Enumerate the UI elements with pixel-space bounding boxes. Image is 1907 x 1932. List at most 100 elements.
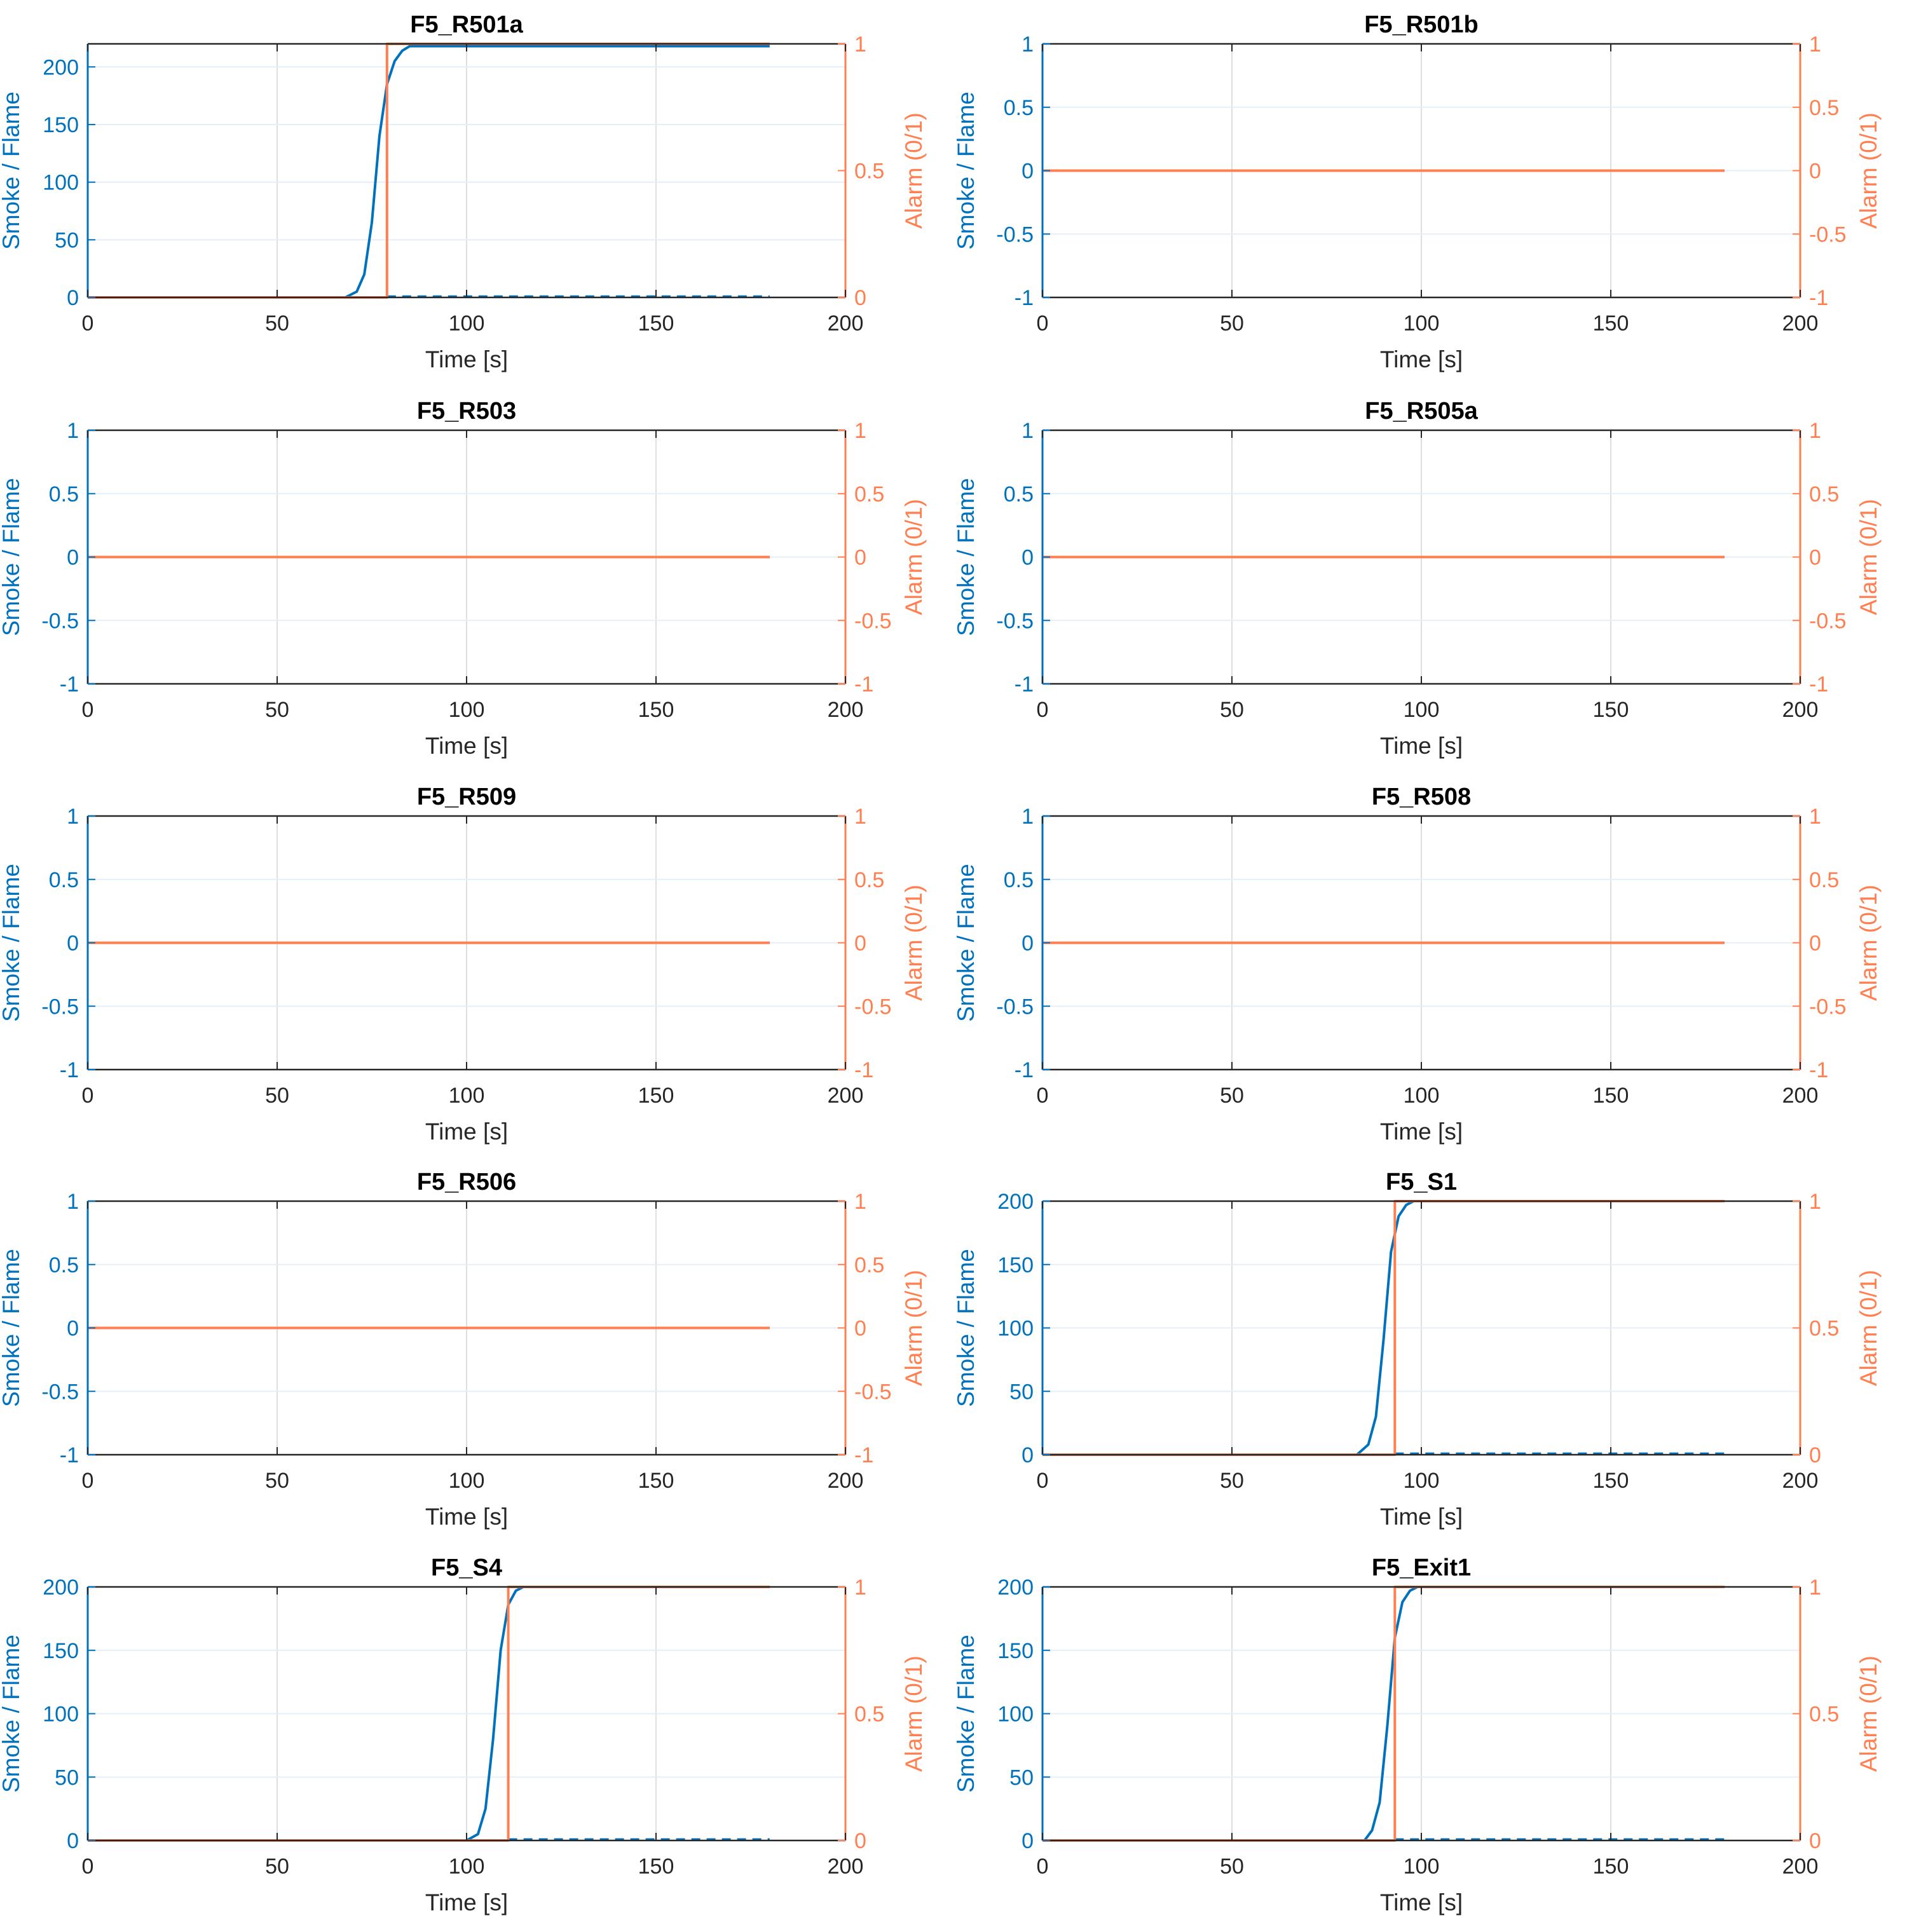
y-right-tick-label: -0.5 bbox=[1809, 222, 1847, 247]
x-tick-label: 50 bbox=[1220, 1469, 1244, 1493]
y-right-tick-label: 0.5 bbox=[854, 1253, 884, 1277]
y-right-tick-label: 1 bbox=[854, 805, 866, 829]
y-right-tick-label: 1 bbox=[1809, 1190, 1821, 1214]
x-axis-label: Time [s] bbox=[425, 1889, 508, 1915]
x-tick-label: 100 bbox=[1404, 1854, 1440, 1879]
y-tick-label: 0.5 bbox=[49, 482, 79, 507]
x-tick-label: 100 bbox=[449, 311, 485, 336]
x-tick-label: 150 bbox=[638, 311, 674, 336]
x-tick-label: 100 bbox=[449, 1084, 485, 1108]
y-right-axis-label: Alarm (0/1) bbox=[1856, 1656, 1882, 1772]
smoke-flame-series-line bbox=[1042, 1586, 1725, 1842]
y-tick-label: 0 bbox=[67, 1317, 79, 1341]
x-axis-label: Time [s] bbox=[1380, 1119, 1463, 1145]
x-tick-label: 0 bbox=[1037, 1854, 1049, 1879]
y-right-axis-label: Alarm (0/1) bbox=[1856, 112, 1882, 229]
y-right-tick-label: -1 bbox=[1809, 286, 1828, 310]
y-right-tick-label: -1 bbox=[854, 672, 873, 697]
smoke-flame-series-line bbox=[88, 44, 770, 299]
x-tick-label: 150 bbox=[638, 1469, 674, 1493]
x-axis-label: Time [s] bbox=[425, 1119, 508, 1145]
y-tick-label: 1 bbox=[67, 805, 79, 829]
y-tick-label: -0.5 bbox=[41, 609, 79, 633]
y-right-axis-label: Alarm (0/1) bbox=[901, 499, 927, 615]
x-tick-label: 200 bbox=[1782, 1084, 1819, 1108]
y-right-axis-label: Alarm (0/1) bbox=[901, 885, 927, 1001]
y-right-tick-label: 0 bbox=[1809, 932, 1821, 956]
y-axis-label: Smoke / Flame bbox=[953, 478, 979, 636]
y-axis-label: Smoke / Flame bbox=[0, 92, 24, 250]
x-axis-label: Time [s] bbox=[425, 346, 508, 372]
y-tick-label: 1 bbox=[67, 419, 79, 443]
y-right-tick-label: 1 bbox=[1809, 805, 1821, 829]
x-tick-label: 150 bbox=[1593, 311, 1629, 336]
x-tick-label: 100 bbox=[449, 1854, 485, 1879]
y-right-tick-label: 0.5 bbox=[1809, 482, 1839, 507]
smoke-flame-series-line bbox=[1042, 1200, 1725, 1456]
subplot-title: F5_R508 bbox=[1372, 784, 1471, 810]
x-tick-label: 150 bbox=[638, 698, 674, 722]
y-right-tick-label: 0.5 bbox=[1809, 96, 1839, 120]
x-tick-label: 0 bbox=[82, 311, 94, 336]
y-right-tick-label: -0.5 bbox=[854, 1380, 892, 1404]
x-tick-label: 0 bbox=[1037, 311, 1049, 336]
y-right-tick-label: -0.5 bbox=[1809, 609, 1847, 633]
x-tick-label: 50 bbox=[1220, 311, 1244, 336]
y-tick-label: -1 bbox=[60, 1058, 79, 1082]
x-tick-label: 200 bbox=[828, 1469, 864, 1493]
y-right-tick-label: 0 bbox=[1809, 546, 1821, 570]
x-tick-label: 0 bbox=[82, 698, 94, 722]
x-axis-label: Time [s] bbox=[425, 1504, 508, 1530]
x-tick-label: 0 bbox=[82, 1084, 94, 1108]
y-tick-label: 1 bbox=[1022, 419, 1034, 443]
y-right-axis-label: Alarm (0/1) bbox=[901, 112, 927, 229]
y-right-tick-label: 1 bbox=[854, 419, 866, 443]
y-tick-label: -1 bbox=[1015, 672, 1034, 697]
x-tick-label: 200 bbox=[1782, 698, 1819, 722]
x-tick-label: 200 bbox=[828, 311, 864, 336]
y-tick-label: -1 bbox=[1015, 286, 1034, 310]
y-tick-label: -0.5 bbox=[996, 222, 1034, 247]
subplot-title: F5_R509 bbox=[417, 784, 516, 810]
y-tick-label: 1 bbox=[1022, 805, 1034, 829]
y-right-tick-label: 0 bbox=[854, 286, 866, 310]
x-tick-label: 150 bbox=[1593, 1854, 1629, 1879]
subplot-title: F5_R501a bbox=[410, 11, 523, 38]
y-tick-label: 0 bbox=[1022, 546, 1034, 570]
y-axis-label: Smoke / Flame bbox=[0, 864, 24, 1022]
y-right-tick-label: 0.5 bbox=[1809, 1317, 1839, 1341]
y-tick-label: 200 bbox=[43, 1575, 79, 1600]
x-tick-label: 100 bbox=[1404, 698, 1440, 722]
y-right-tick-label: -0.5 bbox=[1809, 995, 1847, 1019]
y-right-tick-label: -1 bbox=[854, 1443, 873, 1467]
y-tick-label: 150 bbox=[43, 1639, 79, 1663]
y-tick-label: 100 bbox=[997, 1703, 1034, 1727]
y-tick-label: 0 bbox=[67, 286, 79, 310]
y-axis-label: Smoke / Flame bbox=[953, 92, 979, 250]
subplot-title: F5_S4 bbox=[431, 1554, 502, 1581]
y-tick-label: -1 bbox=[60, 1443, 79, 1467]
x-tick-label: 0 bbox=[1037, 1469, 1049, 1493]
y-tick-label: 150 bbox=[43, 113, 79, 137]
x-tick-label: 200 bbox=[1782, 1854, 1819, 1879]
y-tick-label: 200 bbox=[997, 1575, 1034, 1600]
y-right-tick-label: -1 bbox=[1809, 672, 1828, 697]
y-right-tick-label: 0.5 bbox=[854, 482, 884, 507]
y-tick-label: 0 bbox=[1022, 1829, 1034, 1853]
x-tick-label: 200 bbox=[1782, 1469, 1819, 1493]
x-tick-label: 50 bbox=[265, 1469, 289, 1493]
y-right-tick-label: 0.5 bbox=[854, 868, 884, 892]
y-right-tick-label: 0 bbox=[854, 1317, 866, 1341]
y-axis-label: Smoke / Flame bbox=[953, 864, 979, 1022]
x-tick-label: 100 bbox=[449, 1469, 485, 1493]
y-right-tick-label: -1 bbox=[1809, 1058, 1828, 1082]
x-tick-label: 100 bbox=[1404, 311, 1440, 336]
x-tick-label: 50 bbox=[265, 1854, 289, 1879]
y-right-tick-label: 0 bbox=[854, 932, 866, 956]
x-tick-label: 0 bbox=[82, 1854, 94, 1879]
y-right-tick-label: 0.5 bbox=[1809, 868, 1839, 892]
x-tick-label: 150 bbox=[1593, 1469, 1629, 1493]
